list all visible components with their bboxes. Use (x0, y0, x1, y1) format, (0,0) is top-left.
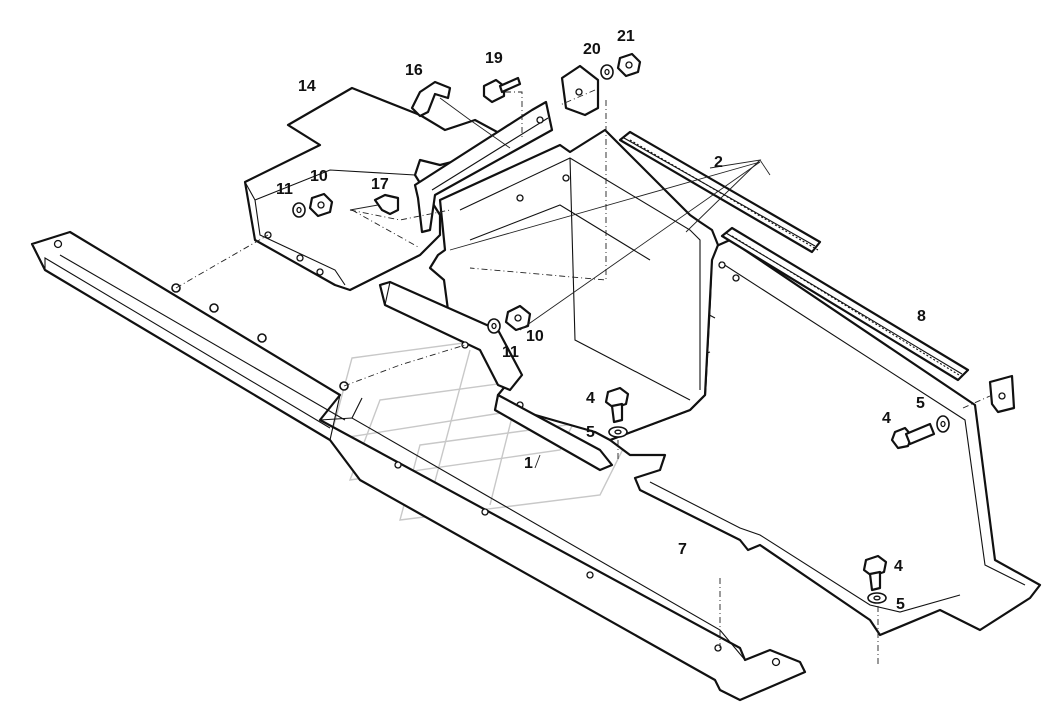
cover-bracket-part-14 (243, 86, 514, 292)
callout-21: 21 (617, 28, 635, 45)
leader-lines (349, 97, 771, 469)
lower-bracket (378, 280, 614, 472)
upper-angle-rail (413, 100, 554, 234)
callout-11-lower: 11 (502, 344, 519, 361)
callout-1: 1 (524, 455, 533, 472)
callout-5-center: 5 (586, 424, 595, 441)
callout-4-bottom: 4 (894, 558, 903, 575)
bolt-part-19 (482, 76, 522, 104)
callout-11-upper: 11 (276, 181, 293, 198)
assembly-centerlines (175, 89, 991, 665)
screw-part-4-center (604, 386, 630, 424)
washer-part-5-center (608, 426, 628, 438)
washer-part-11-lower (487, 318, 501, 334)
callout-labels: 1 2 4 5 4 5 4 5 7 8 10 11 10 11 14 16 17… (276, 28, 926, 613)
callout-17: 17 (371, 176, 389, 193)
callout-4-right: 4 (882, 410, 891, 427)
clip-part-16 (410, 80, 452, 118)
callout-14: 14 (298, 78, 316, 95)
seal-strip-part-8 (720, 226, 970, 382)
nut-part-10-lower (504, 304, 532, 332)
callout-10-upper: 10 (310, 168, 328, 185)
callout-4-center: 4 (586, 390, 595, 407)
callout-20: 20 (583, 41, 601, 58)
small-plate-top (560, 64, 600, 117)
callout-5-bottom: 5 (896, 596, 905, 613)
washer-part-5-right (936, 415, 950, 433)
small-plate-right (988, 374, 1016, 414)
nut-part-10-upper (308, 192, 334, 218)
clip-part-17 (373, 193, 400, 216)
screw-part-4-right (890, 422, 936, 450)
washer-part-11-upper (292, 202, 306, 218)
washer-part-20 (600, 64, 614, 80)
washer-part-5-bottom (867, 592, 887, 604)
callout-10-lower: 10 (526, 328, 544, 345)
nut-part-21 (616, 52, 642, 78)
callout-5-right: 5 (916, 395, 925, 412)
callout-16: 16 (405, 62, 423, 79)
callout-19: 19 (485, 50, 503, 67)
callout-8: 8 (917, 308, 926, 325)
callout-2: 2 (714, 154, 723, 171)
center-panel (428, 128, 720, 442)
callout-7: 7 (678, 541, 687, 558)
screw-part-4-bottom (862, 554, 888, 592)
